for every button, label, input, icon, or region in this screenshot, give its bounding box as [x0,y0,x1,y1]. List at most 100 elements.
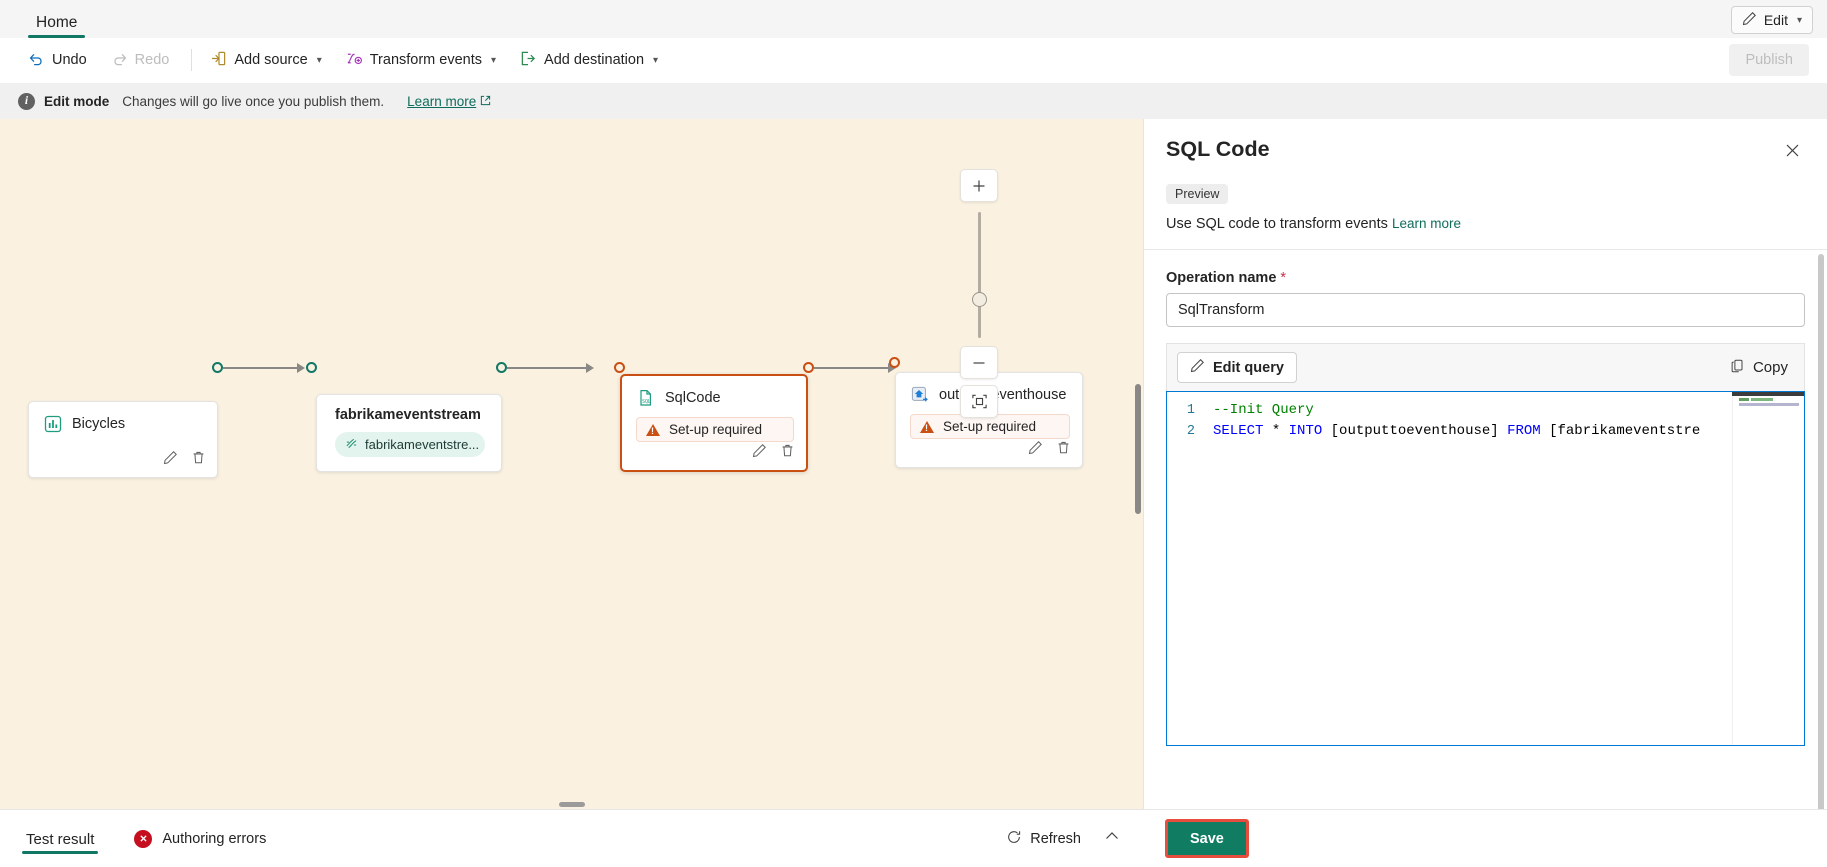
delete-icon[interactable] [780,443,795,463]
line-number: 1 [1186,403,1195,418]
edit-query-button[interactable]: Edit query [1177,352,1297,383]
publish-button: Publish [1729,44,1809,76]
node-input-port-eventhouse[interactable] [889,357,900,368]
refresh-button[interactable]: Refresh [1006,829,1081,849]
canvas-node-bicycles[interactable]: Bicycles [28,401,218,478]
code-minimap[interactable] [1732,392,1804,745]
node-output-port-sqlcode[interactable] [803,362,814,373]
add-destination-label: Add destination [544,52,645,68]
eventstream-chip: fabrikameventstre... [335,432,485,457]
undo-label: Undo [52,52,87,68]
code-text: SELECT * INTO [outputtoeventhouse] FROM … [1213,423,1701,439]
node-header: Bicycles [29,402,217,434]
transform-events-button[interactable]: Transform events ▾ [336,44,506,76]
add-source-icon [210,50,227,71]
chevron-down-icon: ▾ [653,54,659,66]
info-icon: i [18,92,35,110]
zoom-slider-track[interactable] [971,212,987,338]
status-badge-setup-required: Set-up required [636,417,794,442]
edit-mode-bar: i Edit mode Changes will go live once yo… [0,83,1827,119]
eventstream-canvas[interactable]: Bicycles fabrika [0,119,1143,809]
transform-events-label: Transform events [369,52,483,68]
node-output-port-bicycles[interactable] [212,362,223,373]
minimap-slider[interactable] [1732,392,1804,396]
panel-vertical-scrollbar[interactable] [1818,254,1824,854]
warning-icon [646,423,660,436]
edit-icon[interactable] [163,450,178,470]
eventstream-icon [345,437,358,453]
redo-label: Redo [134,52,170,68]
learn-more-label: Learn more [407,93,477,109]
node-title: SqlCode [665,390,721,406]
sql-file-icon: SQL [636,388,656,408]
panel-description: Use SQL code to transform events Learn m… [1166,216,1805,249]
save-button[interactable]: Save [1168,822,1246,855]
minimap-line [1739,403,1799,406]
tab-test-result[interactable]: Test result [22,815,99,862]
svg-text:SQL: SQL [642,399,651,405]
edit-icon[interactable] [1028,440,1043,460]
chevron-down-icon: ▾ [491,54,497,66]
canvas-node-fabrikameventstream[interactable]: fabrikameventstream fabrikameventstre... [316,394,502,472]
add-destination-button[interactable]: Add destination ▾ [510,44,668,76]
operation-name-input[interactable] [1166,293,1805,327]
tabbar-right-actions: Edit ▾ [1730,6,1813,34]
edit-icon[interactable] [752,443,767,463]
panel-learn-more-link[interactable]: Learn more [1391,216,1461,231]
node-actions [1028,440,1071,460]
authoring-errors-item[interactable]: Authoring errors [134,829,267,848]
delete-icon[interactable] [1056,440,1071,460]
chart-source-icon [43,414,63,434]
error-icon [134,829,153,848]
code-text: --Init Query [1213,402,1314,418]
operation-name-label: Operation name * [1166,270,1805,286]
node-header: SQL SqlCode [622,376,806,408]
close-icon[interactable] [1777,135,1807,165]
minimap-line [1739,398,1749,401]
fit-screen-icon[interactable] [960,385,998,418]
delete-icon[interactable] [191,450,206,470]
undo-icon [28,50,45,71]
canvas-node-sqlcode[interactable]: SQL SqlCode Set-up required [620,374,808,472]
preview-badge: Preview [1166,184,1229,204]
panel-footer: Save [1143,809,1827,867]
authoring-errors-label: Authoring errors [162,830,267,847]
chevron-up-icon[interactable] [1103,827,1121,850]
node-input-port-eventstream[interactable] [306,362,317,373]
refresh-label: Refresh [1030,830,1081,847]
sql-code-panel: SQL Code Preview Use SQL code to transfo… [1143,119,1827,867]
page-title: SQL Code [1166,137,1270,161]
node-input-port-sqlcode[interactable] [614,362,625,373]
undo-button[interactable]: Undo [18,44,97,76]
canvas-vertical-scrollbar[interactable] [1135,384,1141,514]
edge-bicycles-to-eventstream [223,367,298,369]
edit-mode-text: Changes will go live once you publish th… [122,93,385,109]
canvas-resize-grip[interactable] [558,802,585,807]
panel-body: Operation name * Edit query [1144,250,1827,867]
node-title: Bicycles [72,416,126,432]
panel-description-text: Use SQL code to transform events [1166,216,1388,232]
edge-arrow [888,363,896,373]
node-output-port-eventstream[interactable] [496,362,507,373]
zoom-out-button[interactable] [960,346,998,379]
edit-button[interactable]: Edit ▾ [1730,6,1813,34]
copy-icon [1730,358,1746,378]
panel-divider [1144,249,1827,250]
minimap-line [1751,398,1773,401]
edge-arrow [297,363,305,373]
edit-mode-learn-more-link[interactable]: Learn more [407,94,491,109]
node-actions [752,443,795,463]
panel-header: SQL Code Preview Use SQL code to transfo… [1144,119,1827,249]
external-link-icon [480,94,491,109]
zoom-slider-thumb[interactable] [971,292,987,307]
canvas-zoom-controls [960,169,998,424]
add-source-button[interactable]: Add source ▾ [200,44,331,76]
node-title: outputtoeventhouse [939,387,1067,403]
tab-home[interactable]: Home [28,14,86,38]
copy-button[interactable]: Copy [1730,358,1794,378]
code-line: 1 --Init Query [1167,400,1732,421]
zoom-in-button[interactable] [960,169,998,202]
